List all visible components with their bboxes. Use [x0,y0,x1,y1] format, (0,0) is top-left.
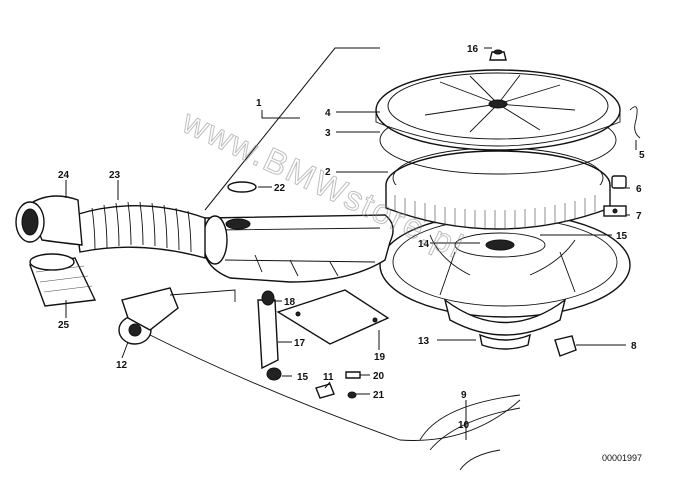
callout-8: 8 [631,341,637,352]
callout-23: 23 [109,170,121,181]
callout-15-right: 15 [616,231,628,242]
elbow-piece [15,195,83,246]
callout-1: 1 [256,98,262,109]
callout-2: 2 [325,167,331,178]
filter-housing-lower [379,212,631,350]
mount-bracket [257,299,279,370]
callout-6: 6 [636,184,642,195]
intake-duct [202,214,394,283]
callout-7: 7 [636,211,642,222]
spring-clip [629,106,641,139]
sleeve-hose [29,253,97,307]
callout-17: 17 [294,338,306,349]
small-fasteners [315,371,361,399]
corrugated-hose [74,201,206,259]
callout-25: 25 [58,320,70,331]
callout-4: 4 [325,108,331,119]
small-gasket [227,181,257,193]
callout-15-left: 15 [297,372,309,383]
grommets [261,290,282,381]
callout-5: 5 [639,150,645,161]
callout-20: 20 [373,371,385,382]
callout-14: 14 [418,239,430,250]
filter-element [385,147,611,230]
lower-clamp [554,335,577,357]
wing-nut [489,49,507,61]
callout-12: 12 [116,360,128,371]
leader-lines [65,47,637,440]
callout-labels: 1 2 3 4 5 6 7 8 9 10 11 12 13 14 15 15 1… [58,44,645,431]
callout-13: 13 [418,336,430,347]
flap-plate [276,289,390,345]
vacuum-hoses [149,334,521,471]
callout-18: 18 [284,297,296,308]
callout-10: 10 [458,420,470,431]
callout-3: 3 [325,128,331,139]
callout-16: 16 [467,44,479,55]
vacuum-actuator [118,287,236,345]
callout-11: 11 [323,372,334,383]
callout-21: 21 [373,390,385,401]
callout-24: 24 [58,170,70,181]
clamp-bracket [603,175,627,217]
drawing-code: 00001997 [602,453,642,463]
filter-lid [375,69,621,151]
callout-9: 9 [461,390,467,401]
callout-19: 19 [374,352,386,363]
callout-22: 22 [274,183,286,194]
